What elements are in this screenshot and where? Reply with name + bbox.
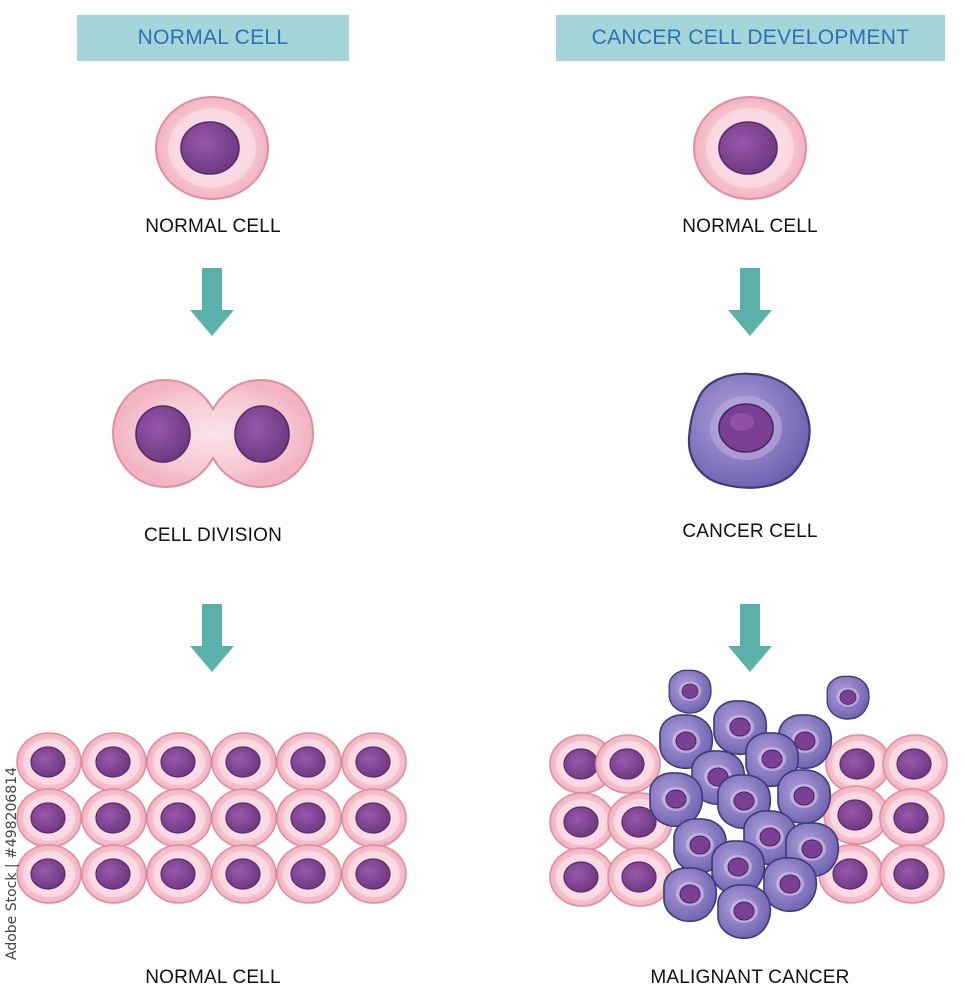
label-cell-division: CELL DIVISION bbox=[143, 525, 283, 546]
header-normal-cell: NORMAL CELL bbox=[77, 15, 349, 61]
normal-tissue-grid bbox=[16, 732, 407, 904]
down-arrow-icon bbox=[728, 604, 772, 672]
label-cancer-cell: CANCER CELL bbox=[682, 521, 818, 542]
down-arrow-icon bbox=[190, 604, 234, 672]
down-arrow-icon bbox=[728, 268, 772, 336]
normal-cell-illustration bbox=[155, 96, 269, 200]
header-cancer-cell-development: CANCER CELL DEVELOPMENT bbox=[556, 15, 945, 61]
cell-division-illustration bbox=[111, 378, 315, 489]
malignant-tissue bbox=[549, 669, 948, 940]
label-normal-cell: NORMAL CELL bbox=[145, 216, 281, 237]
normal-cell-illustration bbox=[693, 96, 807, 200]
cancer-cell-illustration bbox=[687, 372, 811, 489]
label-normal-cell: NORMAL CELL bbox=[682, 216, 818, 237]
label-normal-tissue: NORMAL CELL bbox=[145, 967, 281, 988]
down-arrow-icon bbox=[190, 268, 234, 336]
label-malignant-cancer: MALIGNANT CANCER bbox=[650, 967, 850, 988]
stock-watermark: Adobe Stock | #498206814 bbox=[4, 767, 20, 960]
